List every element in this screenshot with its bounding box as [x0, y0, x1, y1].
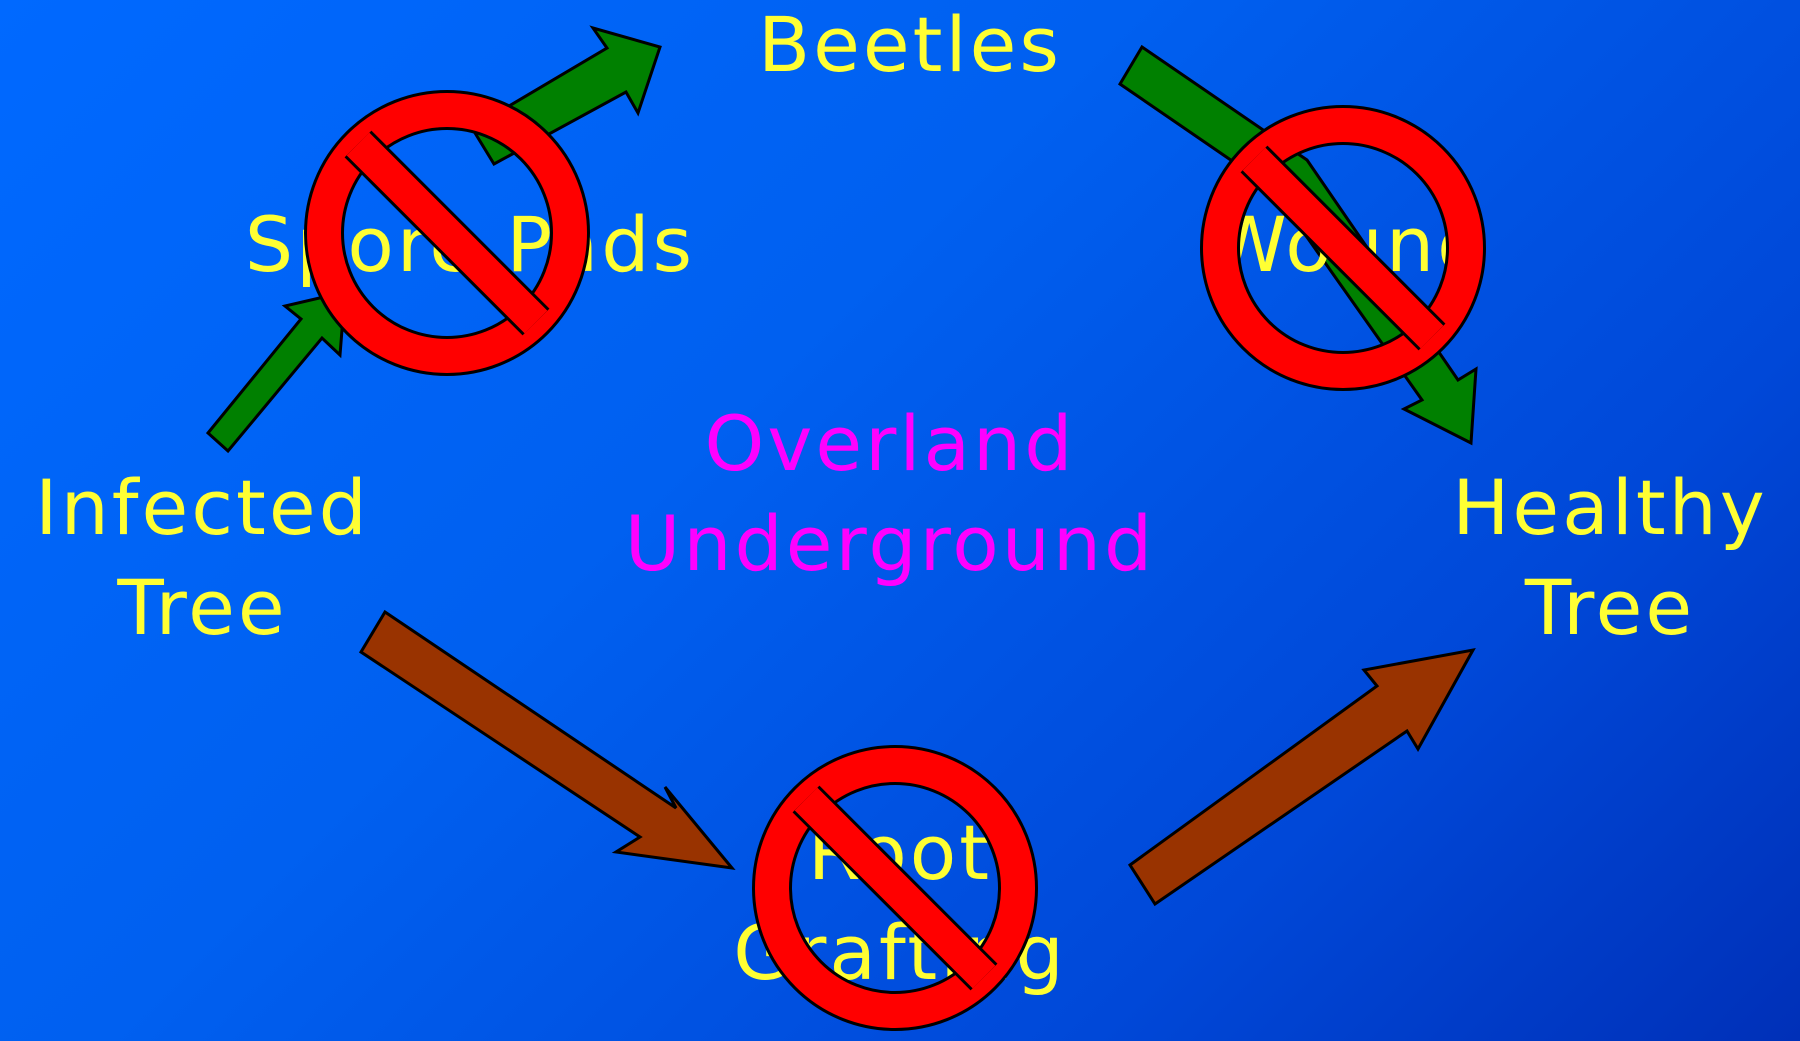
node-healthy-tree-line1: Healthy — [1452, 463, 1768, 552]
center-underground-label: Underground — [624, 499, 1156, 588]
node-beetles-label: Beetles — [758, 0, 1062, 89]
node-infected-tree: Infected Tree — [0, 458, 405, 658]
node-healthy-tree: Healthy Tree — [1420, 458, 1800, 658]
center-underground: Underground — [560, 494, 1220, 594]
node-healthy-tree-line2: Tree — [1524, 563, 1696, 652]
center-overland: Overland — [560, 394, 1220, 494]
prohibition-icon — [1200, 105, 1486, 391]
prohibition-icon — [304, 90, 590, 376]
prohibition-icon — [752, 745, 1038, 1031]
arrow-root-grafting-to-healthy-tree — [1127, 647, 1476, 907]
node-infected-tree-line2: Tree — [117, 563, 288, 652]
node-beetles: Beetles — [700, 0, 1120, 95]
node-infected-tree-line1: Infected — [35, 463, 370, 552]
arrow-infected-to-root-grafting — [358, 609, 736, 871]
center-overland-label: Overland — [704, 399, 1076, 488]
